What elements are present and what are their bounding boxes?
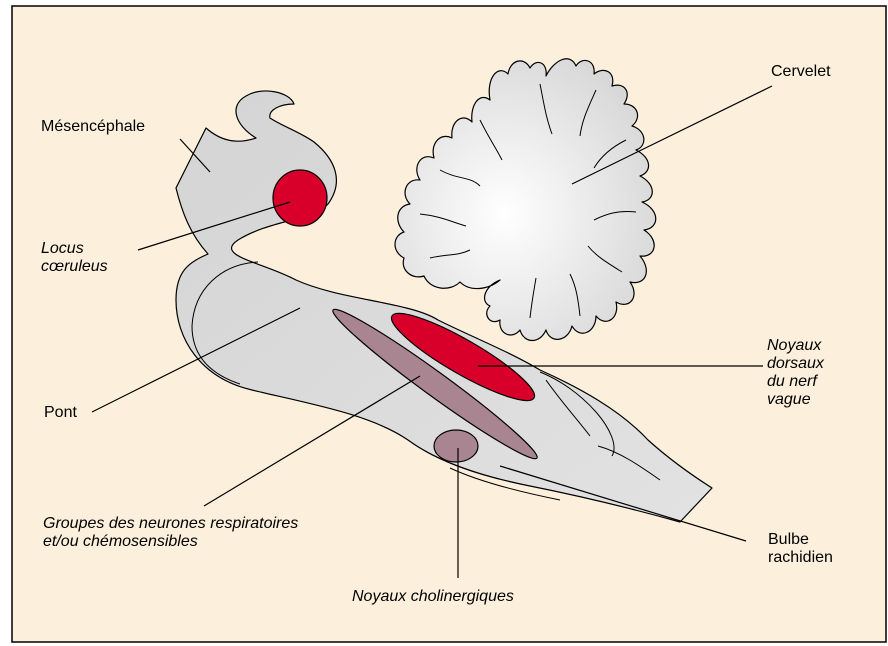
label-groupes-respiratoires: Groupes des neurones respiratoires et/ou… xyxy=(43,515,298,551)
label-locus-coeruleus: Locus cœruleus xyxy=(41,240,108,276)
label-locus-line-2: cœruleus xyxy=(41,258,108,276)
label-noyaux-dorsaux-line-1: Noyaux xyxy=(767,337,824,355)
label-mesencephale: Mésencéphale xyxy=(41,118,145,136)
label-noyaux-dorsaux-line-2: dorsaux xyxy=(767,355,824,373)
label-noyaux-cholinergiques: Noyaux cholinergiques xyxy=(352,588,514,606)
noyaux-cholinergiques-shape xyxy=(434,430,478,462)
label-noyaux-dorsaux-line-3: du nerf xyxy=(767,373,824,391)
label-cervelet: Cervelet xyxy=(771,63,831,81)
label-bulbe-line-2: rachidien xyxy=(768,549,833,567)
label-noyaux-dorsaux-line-4: vague xyxy=(767,391,824,409)
label-bulbe-line-1: Bulbe xyxy=(768,531,833,549)
label-pont: Pont xyxy=(44,404,77,422)
locus-coeruleus-shape xyxy=(273,170,327,226)
label-groupes-line-1: Groupes des neurones respiratoires xyxy=(43,515,298,533)
label-locus-line-1: Locus xyxy=(41,240,108,258)
label-groupes-line-2: et/ou chémosensibles xyxy=(43,533,298,551)
label-bulbe-rachidien: Bulbe rachidien xyxy=(768,531,833,567)
label-noyaux-dorsaux: Noyaux dorsaux du nerf vague xyxy=(767,337,824,409)
